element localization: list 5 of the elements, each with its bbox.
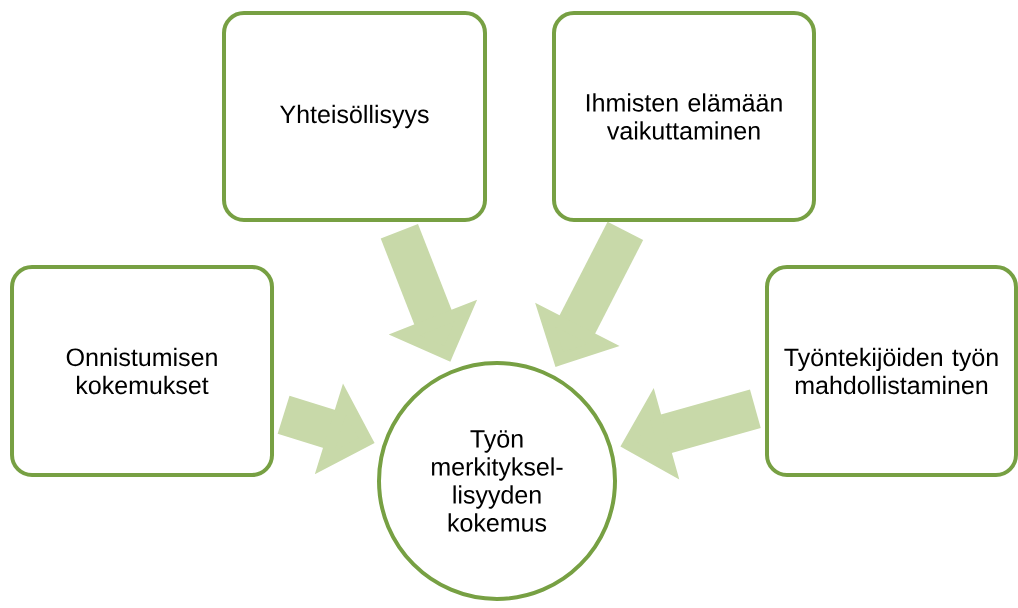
- text-box: Ihmisten elämään vaikuttaminen: [552, 11, 816, 222]
- circle-node: Työn merkityksel-lisyyden kokemus: [377, 361, 617, 601]
- text-box: Työntekijöiden työn mahdollistaminen: [765, 265, 1018, 477]
- text-box: Yhteisöllisyys: [222, 11, 487, 222]
- text-box: Onnistumisen kokemukset: [10, 265, 274, 477]
